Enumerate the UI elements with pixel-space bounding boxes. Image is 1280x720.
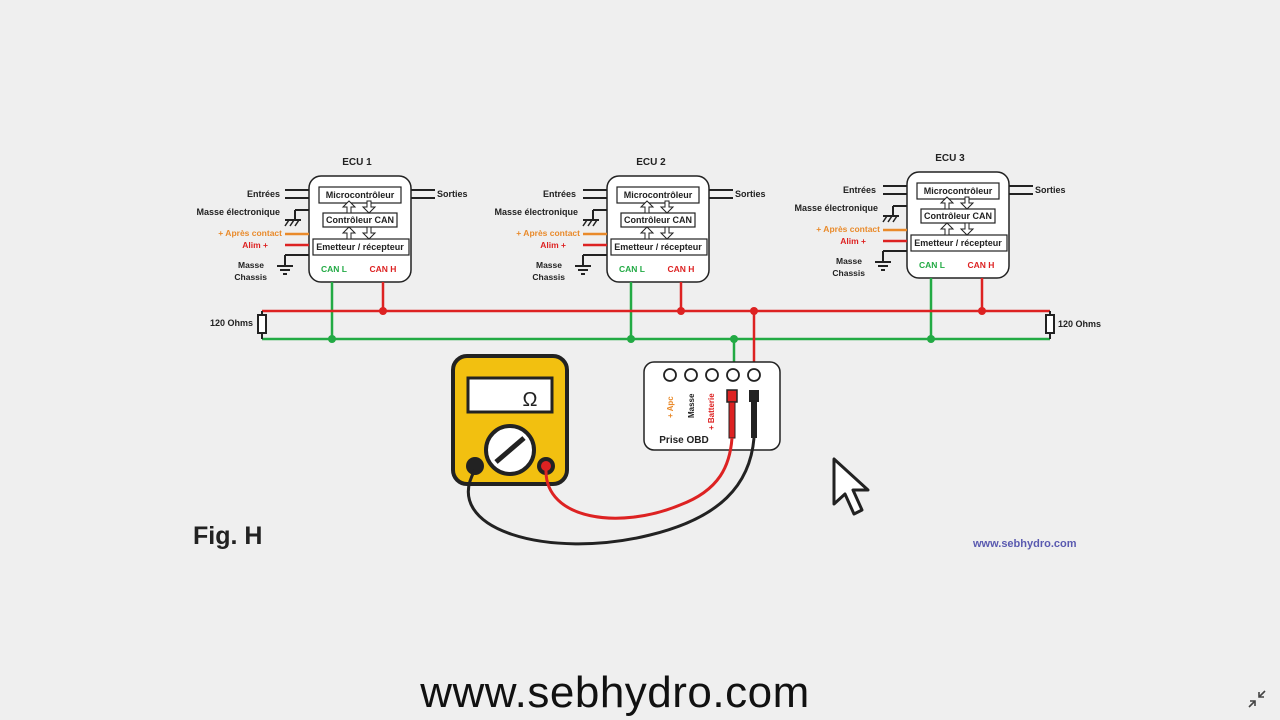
obd-connector <box>643 311 781 451</box>
outputs-label: Sorties <box>1035 185 1066 195</box>
power-label: Alim + <box>242 240 268 250</box>
power-label: Alim + <box>840 236 866 246</box>
chassis-ground-label: Chassis <box>532 272 565 282</box>
chassis-ground-label: Chassis <box>234 272 267 282</box>
after-contact-label: + Après contact <box>218 228 282 238</box>
ecu-title: ECU 2 <box>636 157 666 168</box>
resistor-left-label: 120 Ohms <box>210 318 253 328</box>
black-probe <box>749 390 759 438</box>
resistor-left <box>257 311 267 339</box>
power-label: Alim + <box>540 240 566 250</box>
chassis-ground-label: Masse <box>836 256 862 266</box>
chassis-ground-label: Chassis <box>832 268 865 278</box>
can-l-label: CAN L <box>919 260 945 270</box>
ecu-title: ECU 3 <box>935 153 965 164</box>
ohm-symbol: Ω <box>523 389 538 411</box>
website-small: www.sebhydro.com <box>973 538 1077 550</box>
figure-label: Fig. H <box>193 522 263 550</box>
black-test-lead <box>466 437 756 546</box>
multimeter <box>451 354 569 486</box>
electronic-ground-label: Masse électronique <box>794 203 878 213</box>
obd-pin-batterie-label: + Batterie <box>707 393 716 430</box>
website-big: www.sebhydro.com <box>420 668 810 717</box>
after-contact-label: + Après contact <box>816 224 880 234</box>
can-l-label: CAN L <box>619 264 645 274</box>
obd-pin-masse-label: Masse <box>687 393 696 418</box>
electronic-ground-label: Masse électronique <box>196 207 280 217</box>
collapse-arrows-icon[interactable] <box>1244 686 1270 712</box>
can-controller-label: Contrôleur CAN <box>624 215 692 225</box>
can-h-label: CAN H <box>370 264 397 274</box>
microcontroller-label: Microcontrôleur <box>326 190 395 200</box>
red-probe <box>726 389 738 439</box>
transceiver-label: Emetteur / récepteur <box>316 242 404 252</box>
microcontroller-label: Microcontrôleur <box>924 186 993 196</box>
can-controller-label: Contrôleur CAN <box>924 211 992 221</box>
ecu-title: ECU 1 <box>342 157 372 168</box>
inputs-label: Entrées <box>247 189 280 199</box>
transceiver-label: Emetteur / récepteur <box>914 238 1002 248</box>
inputs-label: Entrées <box>843 185 876 195</box>
transceiver-label: Emetteur / récepteur <box>614 242 702 252</box>
outputs-label: Sorties <box>437 189 468 199</box>
obd-label: Prise OBD <box>659 435 708 446</box>
microcontroller-label: Microcontrôleur <box>624 190 693 200</box>
can-h-label: CAN H <box>668 264 695 274</box>
can-l-label: CAN L <box>321 264 347 274</box>
can-controller-label: Contrôleur CAN <box>326 215 394 225</box>
inputs-label: Entrées <box>543 189 576 199</box>
chassis-ground-label: Masse <box>536 260 562 270</box>
outputs-label: Sorties <box>735 189 766 199</box>
pointer-arrow-icon <box>832 457 870 516</box>
after-contact-label: + Après contact <box>516 228 580 238</box>
resistor-right-label: 120 Ohms <box>1058 319 1101 329</box>
electronic-ground-label: Masse électronique <box>494 207 578 217</box>
red-test-lead <box>544 437 734 520</box>
resistor-right <box>1045 311 1055 339</box>
chassis-ground-label: Masse <box>238 260 264 270</box>
obd-pin-apc-label: + Apc <box>666 396 675 418</box>
can-h-label: CAN H <box>968 260 995 270</box>
